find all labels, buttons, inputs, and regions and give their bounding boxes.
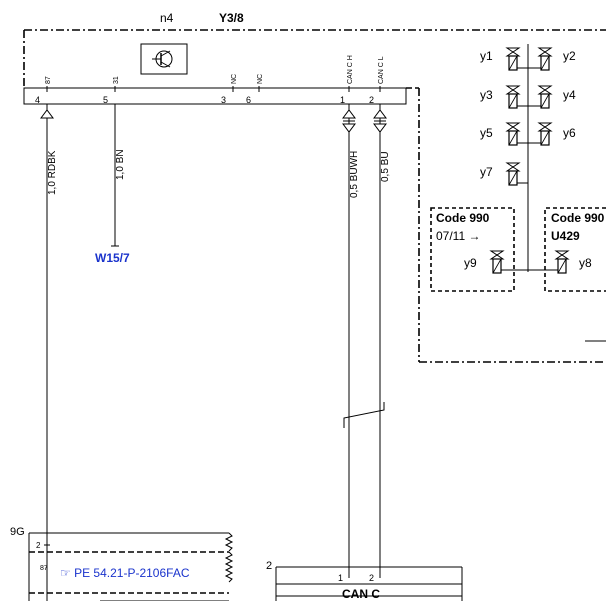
pin-number: 4	[35, 95, 40, 105]
module-ref: n4	[160, 11, 174, 25]
pin-label: CAN C L	[378, 56, 385, 84]
transistor-icon	[140, 43, 188, 75]
solenoid-label: y5	[480, 126, 493, 140]
lower-left-component	[28, 532, 234, 601]
wire-label: 0,5 BU	[380, 151, 391, 182]
wire-label: 1,0 BN	[115, 149, 126, 180]
pin-label: NC	[231, 74, 238, 84]
solenoid-label: y7	[480, 165, 493, 179]
pin-label: 87	[45, 76, 52, 84]
code-box-detail: 07/11 →	[436, 229, 480, 243]
pin-label: 31	[113, 76, 120, 84]
can-c-connector	[275, 566, 463, 601]
code-box-title: Code 990	[551, 211, 605, 225]
solenoid-label: y4	[563, 88, 576, 102]
code-box-detail: U429	[551, 229, 580, 243]
solenoid-label: y8	[579, 256, 592, 270]
wire-label: 0,5 BUWH	[349, 151, 360, 198]
wires	[40, 104, 387, 601]
code-box-outlines	[430, 207, 606, 292]
solenoid-bus	[497, 44, 562, 272]
wire-label: 1,0 RDBK	[47, 150, 58, 195]
connector-strip	[23, 87, 407, 105]
pin-number: 1	[338, 573, 343, 583]
solenoid-label: y6	[563, 126, 576, 140]
pin-label: 87	[40, 565, 48, 572]
solenoid-label: y9	[464, 256, 477, 270]
pin-label: NC	[257, 74, 264, 84]
pin-number: 6	[246, 95, 251, 105]
code-box-title: Code 990	[436, 211, 490, 225]
pe-document-link[interactable]: ☞ PE 54.21-P-2106FAC	[60, 566, 190, 580]
solenoid-label: y3	[480, 88, 493, 102]
can-c-label: CAN C	[342, 587, 380, 601]
module-outline	[23, 29, 606, 363]
solenoid-label: y2	[563, 49, 576, 63]
pin-number: 2	[36, 541, 41, 550]
component-ref: 2	[266, 560, 272, 572]
pin-number: 3	[221, 95, 226, 105]
pin-number: 1	[340, 95, 345, 105]
component-ref: 9G	[10, 526, 25, 538]
ground-ref-link[interactable]: W15/7	[95, 251, 130, 265]
pin-number: 2	[369, 573, 374, 583]
pin-label: CAN C H	[347, 55, 354, 84]
pin-number: 5	[103, 95, 108, 105]
module-name: Y3/8	[219, 11, 244, 25]
pin-number: 2	[369, 95, 374, 105]
solenoid-label: y1	[480, 49, 493, 63]
